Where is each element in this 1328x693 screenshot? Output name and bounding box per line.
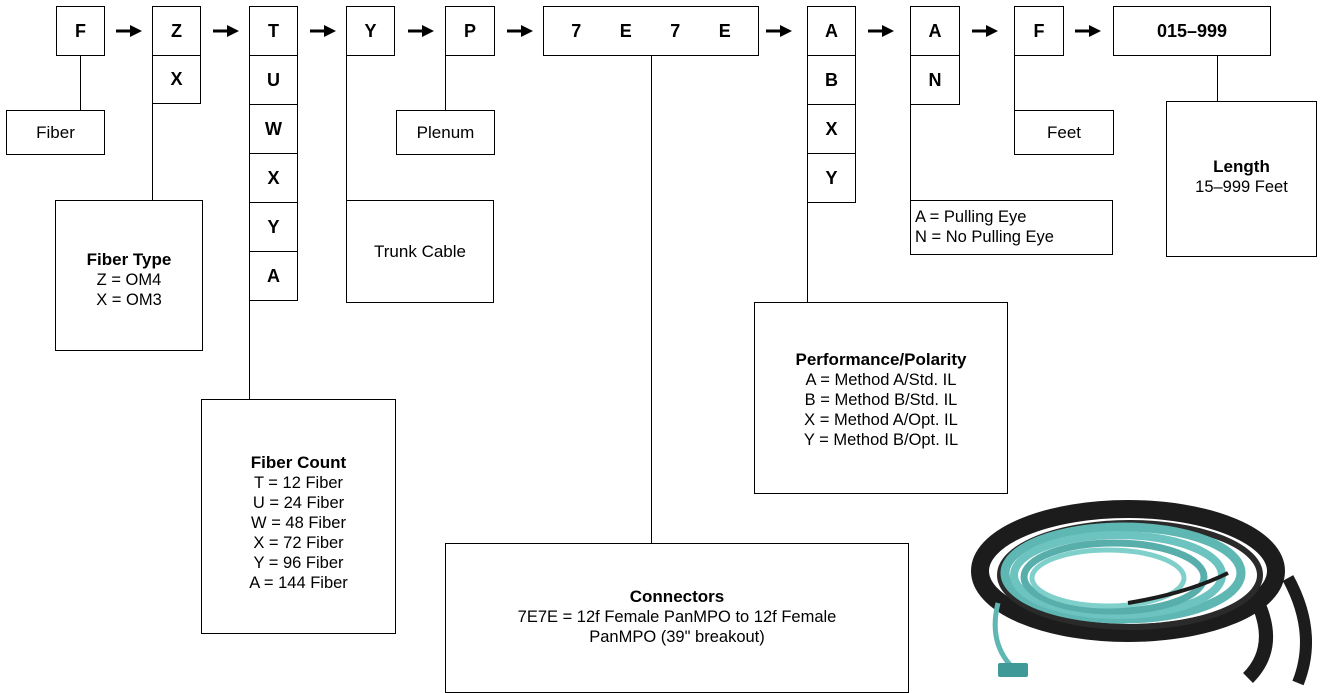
connector-line-fiber: [80, 56, 81, 110]
description-title: Fiber Type: [86, 249, 172, 269]
code-box-polarity-x: X: [807, 104, 856, 154]
description-line: A = 144 Fiber: [249, 573, 348, 592]
code-box-fiber-count-x: X: [249, 153, 298, 203]
description-pulling-eye: A = Pulling Eye N = No Pulling Eye: [910, 200, 1113, 255]
connector-line-length: [1217, 56, 1218, 101]
code-box-fiber: F: [56, 6, 105, 56]
code-box-polarity-y: Y: [807, 153, 856, 203]
connector-line-trunk: [346, 56, 347, 200]
description-polarity: Performance/Polarity A = Method A/Std. I…: [754, 302, 1008, 494]
label-box-plenum: Plenum: [396, 110, 495, 155]
label-box-feet: Feet: [1014, 110, 1114, 155]
arrow-icon: [310, 23, 336, 39]
description-title: Length: [1213, 157, 1270, 176]
description-title: Fiber Count: [250, 452, 347, 472]
description-line: B = Method B/Std. IL: [804, 391, 958, 409]
code-box-fiber-count-w: W: [249, 104, 298, 154]
mpo-connector: [998, 663, 1028, 677]
connector-line-plenum: [445, 56, 446, 110]
code-box-length: 015–999: [1113, 6, 1271, 56]
description-line: Y = 96 Fiber: [253, 553, 344, 572]
connector-line-connectors: [651, 56, 652, 543]
fiber-loop: [1010, 531, 1226, 619]
description-fiber-count: Fiber Count T = 12 Fiber U = 24 Fiber W …: [201, 399, 396, 634]
connector-line-pulling-eye: [910, 105, 911, 200]
arrow-icon: [868, 23, 894, 39]
description-line: PanMPO (39" breakout): [589, 628, 765, 646]
code-box-feet: F: [1014, 6, 1064, 56]
description-fiber-type: Fiber Type Z = OM4 X = OM3: [55, 200, 203, 351]
label-box-trunk-cable: Trunk Cable: [346, 200, 494, 303]
fiber-loop: [1029, 547, 1187, 609]
connector-char: E: [718, 20, 731, 41]
description-line: W = 48 Fiber: [251, 513, 346, 532]
connector-char: 7: [571, 20, 582, 41]
cable-jacket-outer: [971, 500, 1285, 642]
description-title: Performance/Polarity: [795, 350, 967, 369]
arrow-icon: [507, 23, 533, 39]
connector-char: 7: [670, 20, 681, 41]
description-line: Z = OM4: [96, 270, 162, 289]
cable-tail-right-2: [1282, 575, 1312, 686]
code-box-pulling-eye-n: N: [910, 55, 960, 105]
code-box-fiber-type-z: Z: [152, 6, 201, 56]
description-line: U = 24 Fiber: [252, 493, 345, 512]
connector-line-feet: [1014, 56, 1015, 110]
arrow-icon: [972, 23, 998, 39]
arrow-icon: [766, 23, 792, 39]
description-title: Connectors: [629, 587, 725, 606]
code-box-pulling-eye-a: A: [910, 6, 960, 56]
code-box-fiber-count-y: Y: [249, 202, 298, 252]
code-box-polarity-a: A: [807, 6, 856, 56]
fiber-loop: [1020, 539, 1208, 615]
cable-tail-right: [1242, 600, 1273, 683]
cable-coil-illustration: [971, 500, 1312, 686]
description-line: A = Method A/Std. IL: [805, 371, 957, 389]
arrow-icon: [1075, 23, 1101, 39]
arrow-icon: [116, 23, 142, 39]
description-connectors: Connectors 7E7E = 12f Female PanMPO to 1…: [445, 543, 909, 693]
code-box-trunk: Y: [346, 6, 395, 56]
arrow-icon: [213, 23, 239, 39]
description-line: 15–999 Feet: [1195, 178, 1288, 196]
description-line: Y = Method B/Opt. IL: [803, 431, 959, 449]
code-box-fiber-type-x: X: [152, 55, 201, 104]
description-line: T = 12 Fiber: [253, 473, 344, 492]
code-box-fiber-count-t: T: [249, 6, 298, 56]
connector-line-polarity: [807, 203, 808, 302]
description-length: Length 15–999 Feet: [1166, 101, 1317, 257]
description-line: X = Method A/Opt. IL: [804, 411, 958, 429]
code-box-fiber-count-u: U: [249, 55, 298, 105]
cable-inner-segment: [1127, 571, 1229, 605]
description-line: X = 72 Fiber: [253, 533, 344, 552]
fiber-trunk-cable-image: [958, 483, 1328, 686]
label-box-fiber: Fiber: [6, 110, 105, 155]
connector-line-fiber-count: [249, 301, 250, 399]
connector-line-fiber-type: [152, 104, 153, 200]
description-line: N = No Pulling Eye: [915, 228, 1054, 246]
code-box-fiber-count-a: A: [249, 251, 298, 301]
arrow-icon: [408, 23, 434, 39]
description-line: A = Pulling Eye: [915, 208, 1027, 226]
connector-char: E: [619, 20, 632, 41]
code-box-polarity-b: B: [807, 55, 856, 105]
description-line: 7E7E = 12f Female PanMPO to 12f Female: [517, 608, 837, 626]
description-line: X = OM3: [96, 290, 162, 309]
fiber-loop: [1000, 522, 1246, 624]
code-box-plenum: P: [445, 6, 495, 56]
code-box-connectors: 7 E 7 E: [543, 6, 759, 56]
